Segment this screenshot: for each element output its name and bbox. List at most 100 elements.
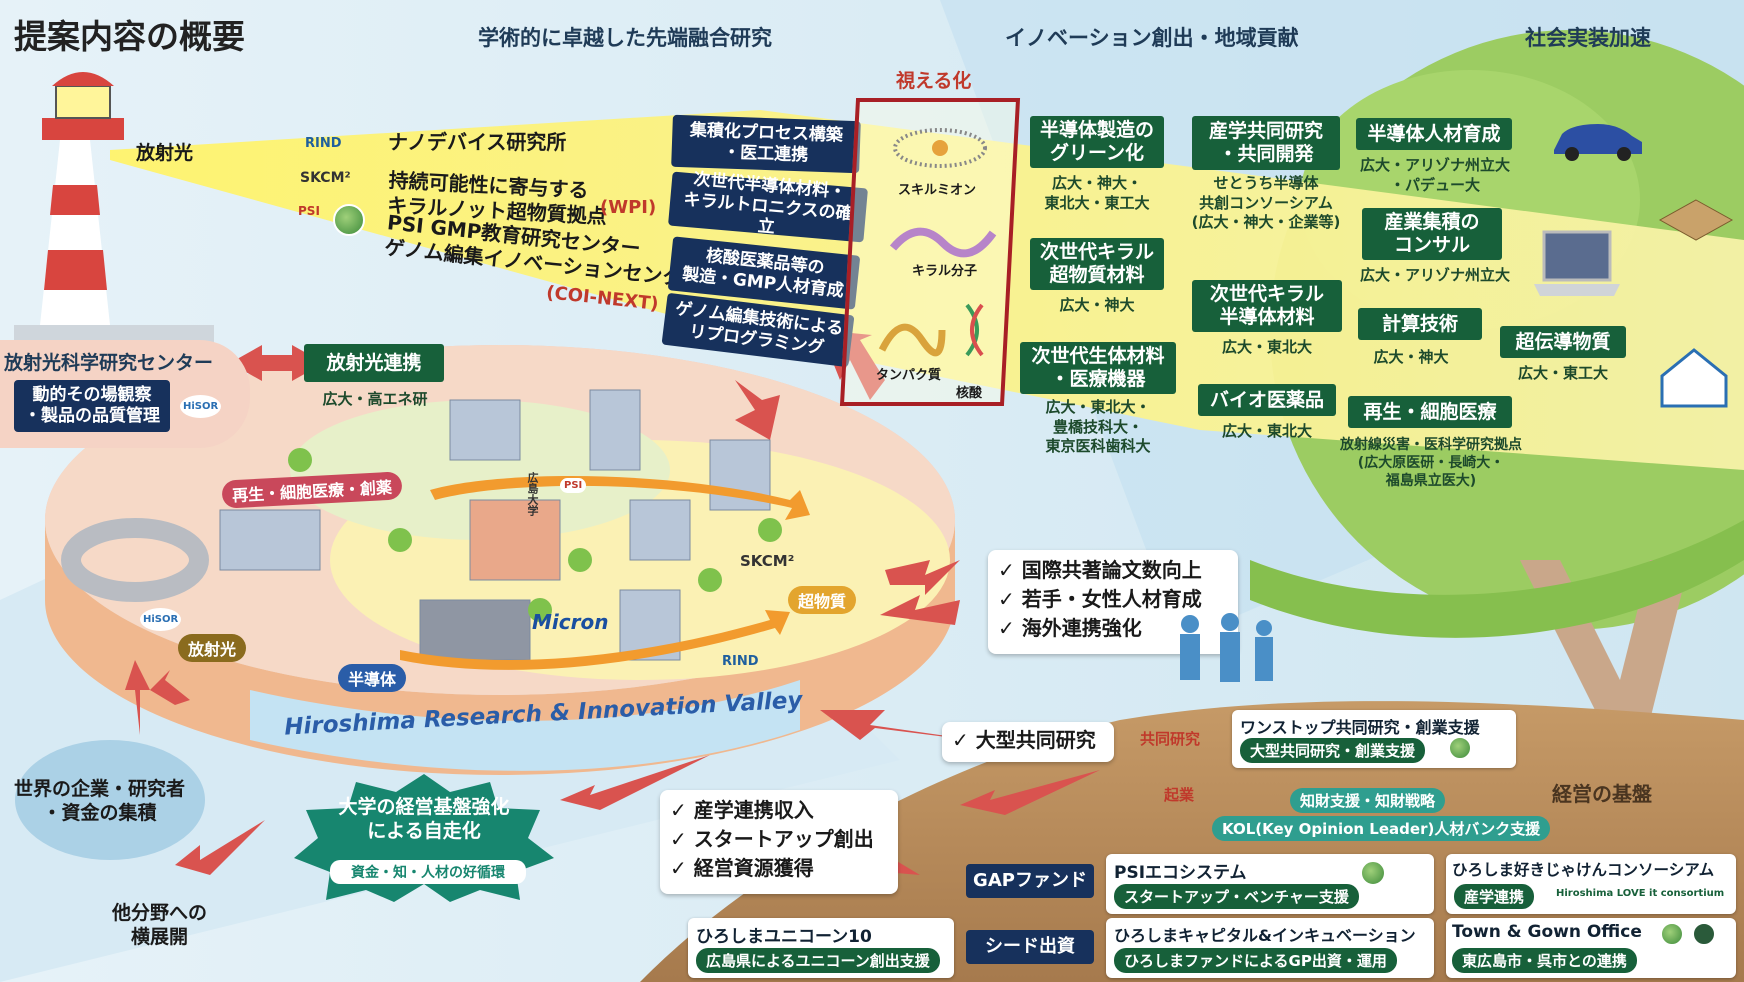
visualization-nucleic-acid: 核酸 — [956, 386, 983, 401]
capital-pill: ひろしまファンドによるGP出資・運用 — [1114, 948, 1397, 973]
innovation-biomaterial: 次世代生体材料 ・医療機器 — [1020, 342, 1176, 394]
radiation-center-box: 動的その場観察 ・製品の品質管理 — [14, 380, 170, 432]
skyrmion-icon — [893, 128, 987, 168]
campus-supermaterial-label: 超物質 — [788, 586, 857, 614]
navy-box-chiraltronics: 次世代半導体材料・ キラルトロニクスの確立 — [668, 169, 868, 243]
radiation-center-title: 放射光科学研究センター — [4, 352, 214, 374]
large-joint-research: ✓ 大型共同研究 — [952, 728, 1096, 752]
skcm-campus-logo: SKCM² — [740, 552, 795, 570]
innovation-chiral-semiconductor: 次世代キラル 半導体材料 — [1192, 280, 1342, 332]
unicorn-pill: 広島県によるユニコーン創出支援 — [696, 948, 940, 973]
innovation-green-semiconductor-members: 広大・神大・ 東北大・東工大 — [1044, 174, 1150, 212]
society-superconductor-members: 広大・東工大 — [1517, 364, 1608, 382]
outcome-young-female-hr: ✓ 若手・女性人材育成 — [998, 587, 1202, 611]
large-joint-research-box: ✓ 大型共同研究 — [942, 722, 1114, 762]
hisor-campus-logo: HiSOR — [140, 608, 182, 631]
outcome-industry-income: ✓ 産学連携収入 — [670, 798, 814, 822]
town-gown-pill: 東広島市・呉市との連携 — [1452, 948, 1637, 973]
society-semiconductor-hr: 半導体人材育成 — [1356, 118, 1512, 150]
seed-investment: シード出資 — [966, 930, 1094, 964]
management-base-label: 経営の基盤 — [1552, 782, 1652, 806]
outcome-resources: ✓ 経営資源獲得 — [670, 856, 814, 880]
rind-logo: RIND — [305, 136, 342, 151]
autonomy-pill: 資金・知・人材の好循環 — [330, 860, 526, 884]
innovation-chiral-material: 次世代キラル 超物質材料 — [1030, 238, 1164, 290]
header-society: 社会実装加速 — [1525, 26, 1651, 50]
town-gown-title: Town & Gown Office — [1452, 922, 1642, 942]
capital-title: ひろしまキャピタル&インキュベーション — [1114, 926, 1416, 945]
society-computing: 計算技術 — [1358, 308, 1482, 340]
radiation-ring-icon — [61, 518, 209, 602]
innovation-chiral-material-members: 広大・神大 — [1059, 296, 1135, 314]
unicorn-title: ひろしまユニコーン10 — [696, 927, 872, 947]
psi-logo: PSI — [298, 204, 320, 218]
car-icon — [1554, 124, 1642, 161]
campus-buildings — [219, 389, 810, 670]
joint-research-arrow-label: 共同研究 — [1140, 730, 1201, 748]
university-tower-label: 広島大学 — [526, 472, 539, 516]
ip-support-pill: 知財支援・知財戦略 — [1290, 788, 1446, 813]
society-regenerative-members: 放射線災害・医科学研究拠点 (広大原医研・長崎大・ 福島県立医大) — [1340, 437, 1522, 490]
radiation-link-members: 広大・高エネ研 — [322, 390, 428, 408]
chip-icon — [1658, 199, 1734, 241]
skcm-logo: SKCM² — [300, 170, 351, 186]
campus-radiation-label: 放射光 — [178, 634, 247, 662]
visualization-skyrmion: スキルミオン — [898, 183, 977, 198]
consortium-logo: Hiroshima LOVE it consortium — [1556, 888, 1725, 899]
society-semiconductor-hr-members: 広大・アリゾナ州立大 ・パデュー大 — [1359, 156, 1510, 194]
town-gown-emblem2-icon — [1692, 922, 1716, 946]
society-superconductor: 超伝導物質 — [1500, 326, 1626, 358]
outcome-overseas-collab: ✓ 海外連携強化 — [998, 616, 1142, 640]
outcomes-management-box: ✓ 産学連携収入 ✓ スタートアップ創出 ✓ 経営資源獲得 — [660, 790, 898, 894]
innovation-joint-research-members: せとうち半導体 共創コンソーシアム (広大・神大・企業等) — [1191, 174, 1341, 231]
world-concentration: 世界の企業・研究者 ・資金の集積 — [14, 778, 186, 824]
visualization-title: 視える化 — [896, 70, 972, 92]
innovation-green-semiconductor: 半導体製造の グリーン化 — [1030, 116, 1164, 168]
visualization-protein: タンパク質 — [876, 368, 942, 383]
society-industry-consulting: 産業集積の コンサル — [1362, 208, 1502, 260]
onestop-title: ワンストップ共同研究・創業支援 — [1240, 718, 1480, 737]
innovation-biopharma-members: 広大・東北大 — [1221, 422, 1312, 440]
autonomy-title: 大学の経営基盤強化 による自走化 — [338, 796, 510, 842]
society-computing-members: 広大・神大 — [1373, 348, 1449, 366]
header-research: 学術的に卓越した先端融合研究 — [478, 26, 772, 50]
gap-fund: GAPファンド — [966, 864, 1094, 898]
psi-eco-pill: スタートアップ・ベンチャー支援 — [1114, 884, 1359, 909]
wpi-label: (WPI) — [600, 197, 657, 218]
onestop-emblem-icon — [1448, 736, 1472, 760]
psi-eco-emblem-icon — [1360, 860, 1386, 886]
visualization-chiral-molecule: キラル分子 — [912, 264, 978, 279]
graduates-icon — [1180, 613, 1273, 682]
radiation-link: 放射光連携 — [304, 344, 444, 382]
innovation-chiral-semiconductor-members: 広大・東北大 — [1221, 338, 1312, 356]
society-industry-consulting-members: 広大・アリゾナ州立大 — [1359, 266, 1510, 284]
rind-campus-logo: RIND — [722, 654, 759, 669]
chiral-molecule-icon — [889, 227, 997, 258]
radiation-light-label: 放射光 — [136, 142, 194, 164]
innovation-biomaterial-members: 広大・東北大・ 豊橋技科大・ 東京医科歯科大 — [1045, 398, 1151, 455]
house-icon — [1660, 348, 1728, 408]
consortium-title: ひろしま好きじゃけんコンソーシアム — [1452, 861, 1715, 879]
outcome-coauthored-papers: ✓ 国際共著論文数向上 — [998, 558, 1202, 582]
protein-dna-icon — [878, 303, 984, 357]
navy-box-integration: 集積化プロセス構築 ・医工連携 — [671, 114, 861, 174]
header-innovation: イノベーション創出・地域貢献 — [1005, 26, 1299, 50]
innovation-biopharma: バイオ医薬品 — [1198, 384, 1336, 416]
outcome-startups: ✓ スタートアップ創出 — [670, 827, 874, 851]
hisor-logo: HiSOR — [180, 395, 222, 418]
innovation-joint-research: 産学共同研究 ・共同開発 — [1192, 116, 1340, 170]
institute-nanodevice: ナノデバイス研究所 — [388, 130, 567, 154]
society-regenerative: 再生・細胞医療 — [1348, 396, 1512, 428]
micron-logo: Micron — [532, 610, 609, 634]
consortium-pill: 産学連携 — [1454, 884, 1535, 909]
psi-eco-title: PSIエコシステム — [1114, 863, 1247, 883]
page-title: 提案内容の概要 — [14, 17, 245, 56]
psi-campus-logo: PSI — [560, 478, 587, 493]
laptop-icon — [1534, 230, 1620, 296]
coi-emblem-icon — [333, 204, 365, 236]
town-gown-emblem-icon — [1660, 922, 1684, 946]
startup-arrow-label: 起業 — [1164, 786, 1195, 804]
expand-other-fields: 他分野への 横展開 — [112, 902, 208, 948]
kol-pill: KOL(Key Opinion Leader)人材バンク支援 — [1212, 816, 1551, 841]
onestop-pill: 大型共同研究・創業支援 — [1240, 738, 1426, 763]
